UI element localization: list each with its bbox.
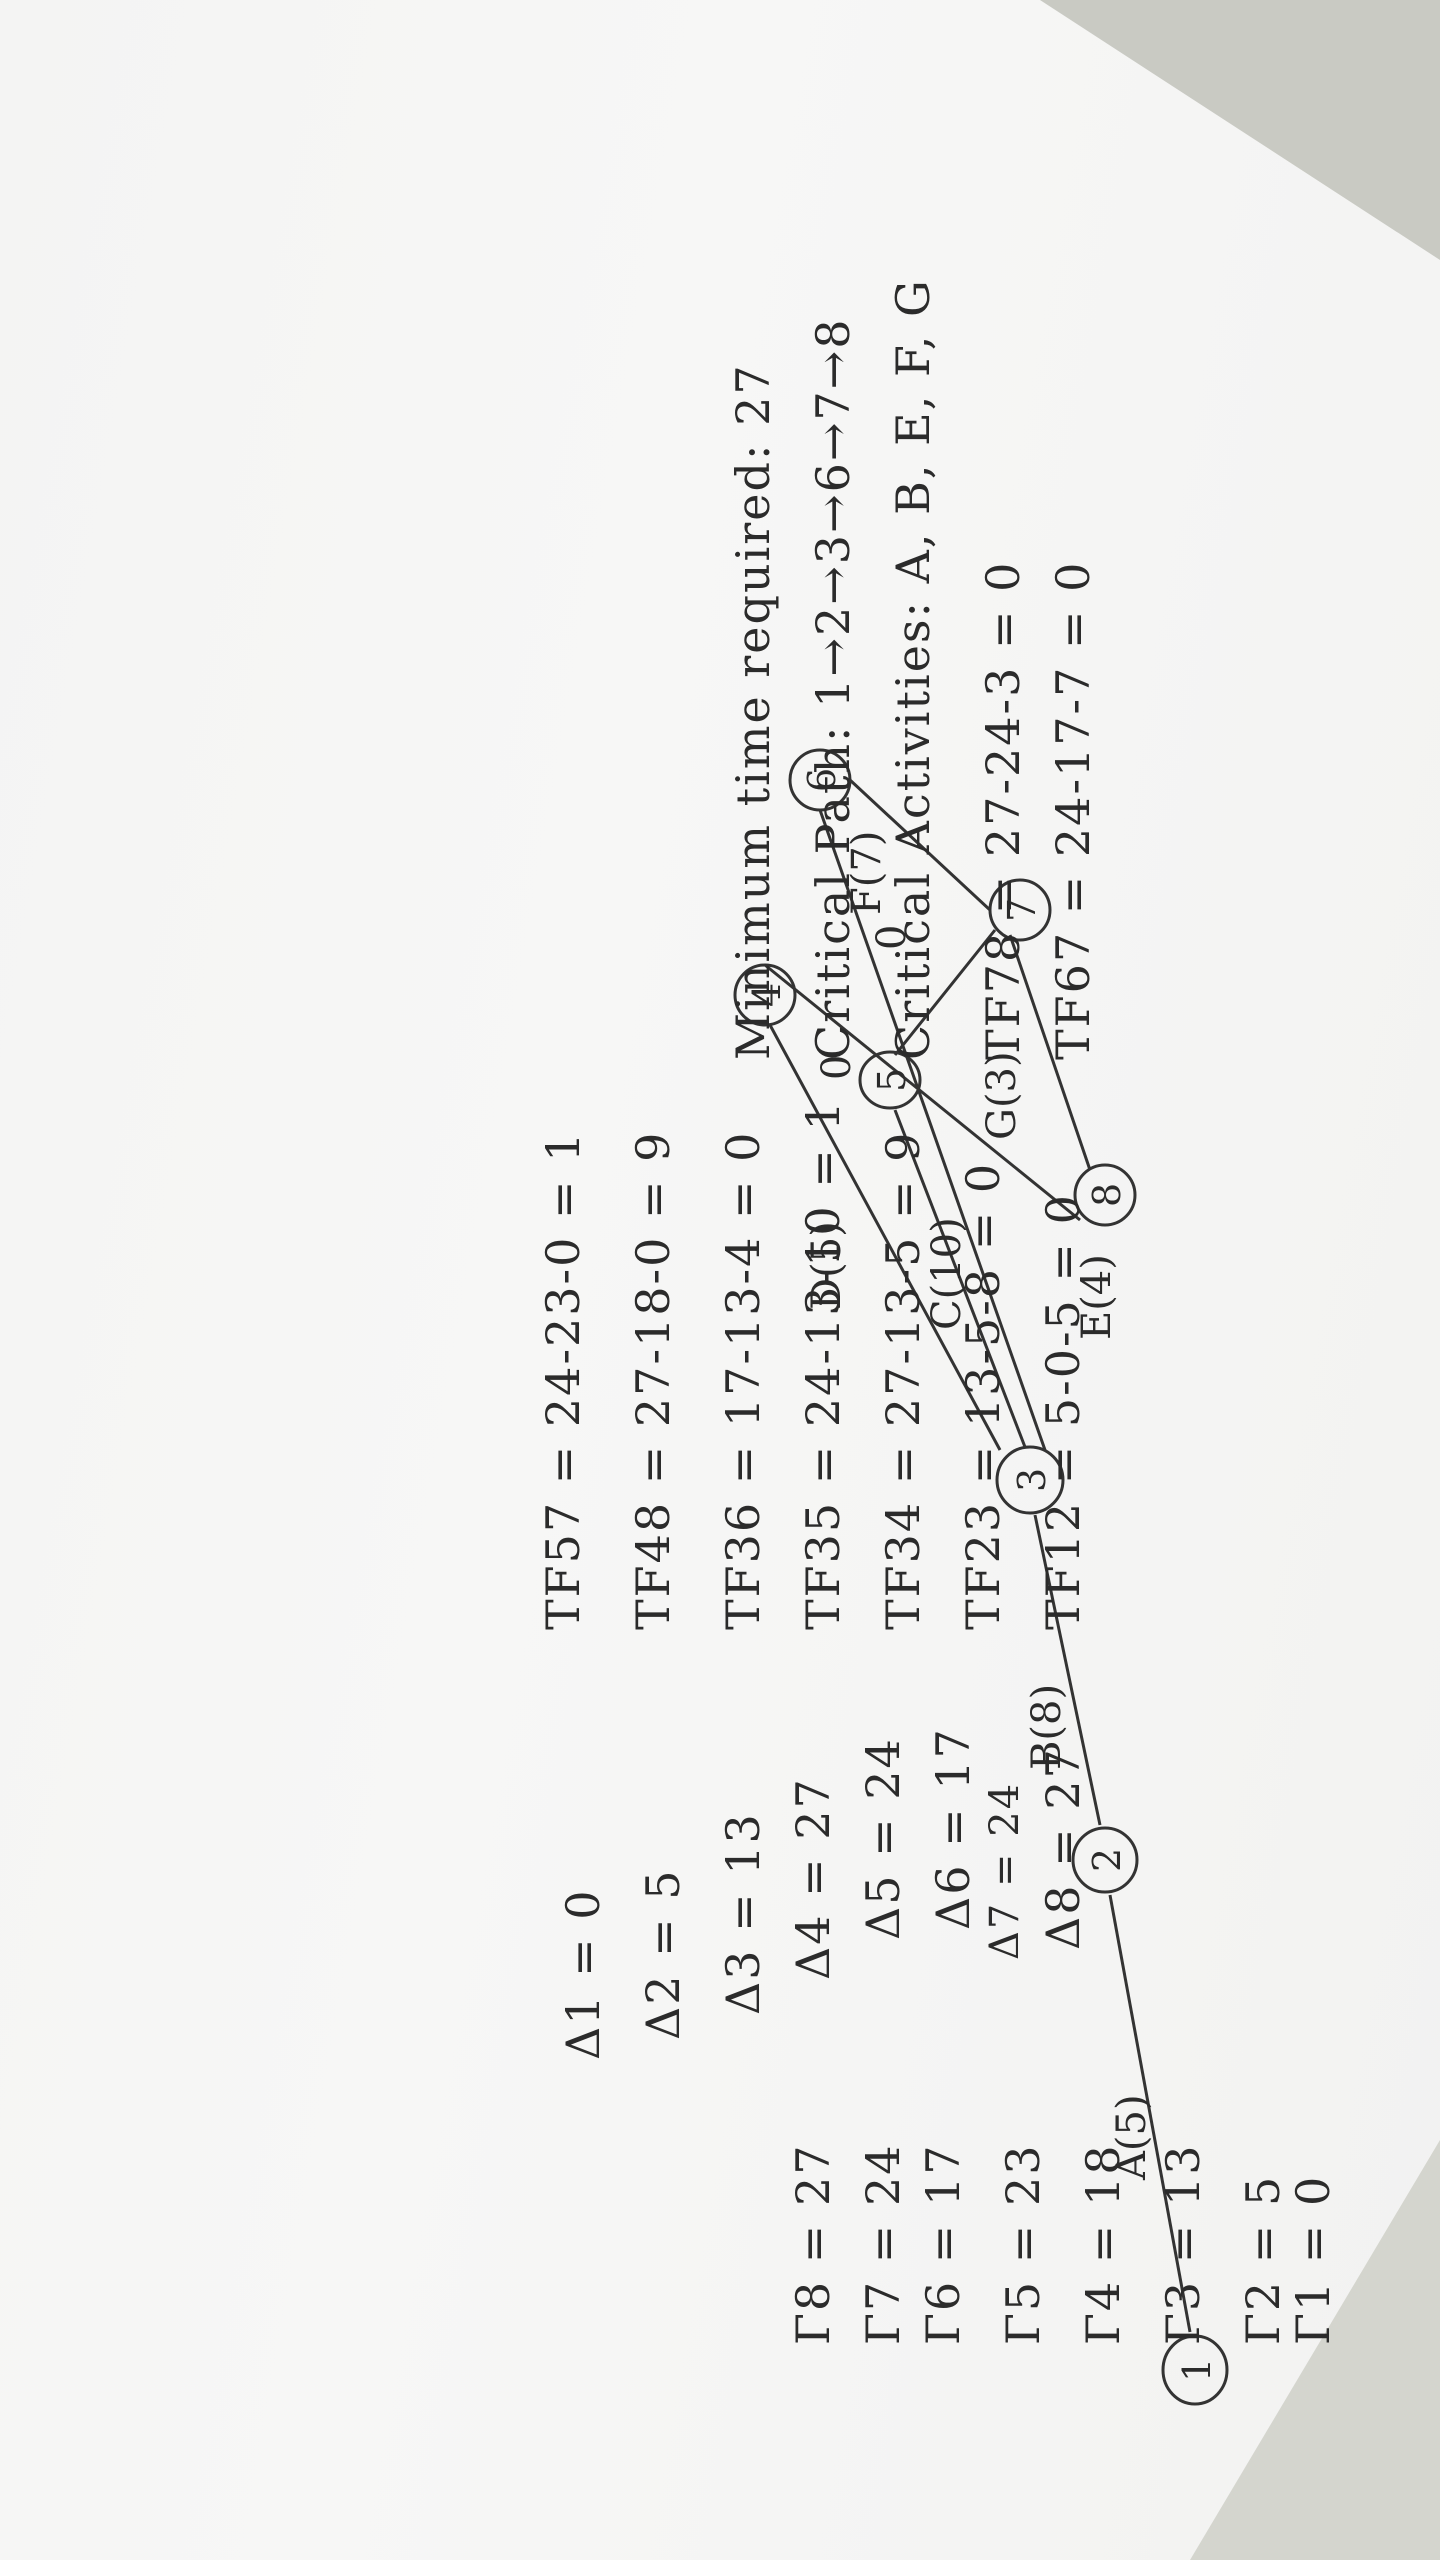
gamma-2: Γ2 = 5 [1236,2174,1290,2345]
delta-3: Δ3 = 13 [716,1812,770,2015]
node-5-label: 5 [870,1068,914,1092]
node-1-label: 1 [1175,2358,1219,2382]
delta-1: Δ1 = 0 [556,1888,610,2060]
tf-67: TF67 = 24-17-7 = 0 [1046,560,1100,1060]
gamma-4: Γ4 = 18 [1076,2143,1130,2345]
gamma-6: Γ6 = 17 [916,2143,970,2345]
node-1 [1161,2334,1229,2406]
activity-label-C: C(10) [924,1217,970,1330]
minimum-time: Minimum time required: 27 [726,363,780,1060]
tf-23: TF23 = 13-5-8 = 0 [956,1161,1010,1630]
edge-E [818,809,1047,1451]
tf-35: TF35 = 24-13-10 = 1 [796,1099,850,1630]
node-6-label: 6 [800,768,844,792]
gamma-1: Γ1 = 0 [1286,2174,1340,2345]
dummy-label-5-7: 0 [869,925,915,950]
node-3 [995,1445,1065,1515]
node-2-label: 2 [1085,1848,1129,1872]
delta-4: Δ4 = 27 [786,1777,840,1980]
delta-6: Δ6 = 17 [926,1727,980,1930]
dummy-label-4-8: 0 [814,1055,860,1080]
edge-dummy-4-8 [764,963,1081,1222]
activity-label-G: G(3) [979,1051,1025,1140]
node-7-label: 7 [1000,898,1044,922]
gamma-3: Γ3 = 13 [1156,2143,1210,2345]
gamma-7: Γ7 = 24 [856,2143,910,2345]
node-4-label: 4 [745,983,789,1007]
tf-48: TF48 = 27-18-0 = 9 [626,1130,680,1630]
activity-label-D: D(5) [804,1221,850,1310]
node-5 [858,1050,922,1110]
critical-path: Critical Path: 1→2→3→6→7→8 [806,317,860,1060]
tf-78: TF78 = 27-24-3 = 0 [976,560,1030,1060]
gamma-8: Γ8 = 27 [786,2143,840,2345]
node-3-label: 3 [1010,1468,1054,1492]
tf-34: TF34 = 27-13-5 = 9 [876,1130,930,1630]
tf-12: TF12 = 5-0-5 = 0 [1036,1193,1090,1630]
tf-57: TF57 = 24-23-0 = 1 [536,1130,590,1630]
delta-2: Δ2 = 5 [636,1868,690,2040]
node-8-label: 8 [1085,1183,1129,1207]
activity-label-A: A(5) [1109,2094,1155,2181]
delta-5: Δ5 = 24 [856,1737,910,1940]
edge-F [848,778,992,912]
node-8 [1073,1163,1137,1227]
delta-7: Δ7 = 24 [982,1781,1028,1960]
activity-label-E: E(4) [1074,1254,1120,1340]
activity-label-F: F(7) [844,831,890,915]
critical-activities: Critical Activities: A, B, E, F, G [886,278,940,1060]
node-2 [1071,1826,1139,1894]
edge-G [1008,934,1092,1171]
delta-8: Δ8 = 27 [1036,1747,1090,1950]
edge-dummy-5-7 [893,929,997,1056]
activity-label-B: B(8) [1024,1684,1070,1770]
edge-A [1108,1894,1192,2333]
tf-36: TF36 = 17-13-4 = 0 [716,1130,770,1630]
edge-C [893,1109,1027,1448]
gamma-5: Γ5 = 23 [996,2143,1050,2345]
edge-B [1033,1514,1102,1826]
edge-D [768,1024,1002,1451]
